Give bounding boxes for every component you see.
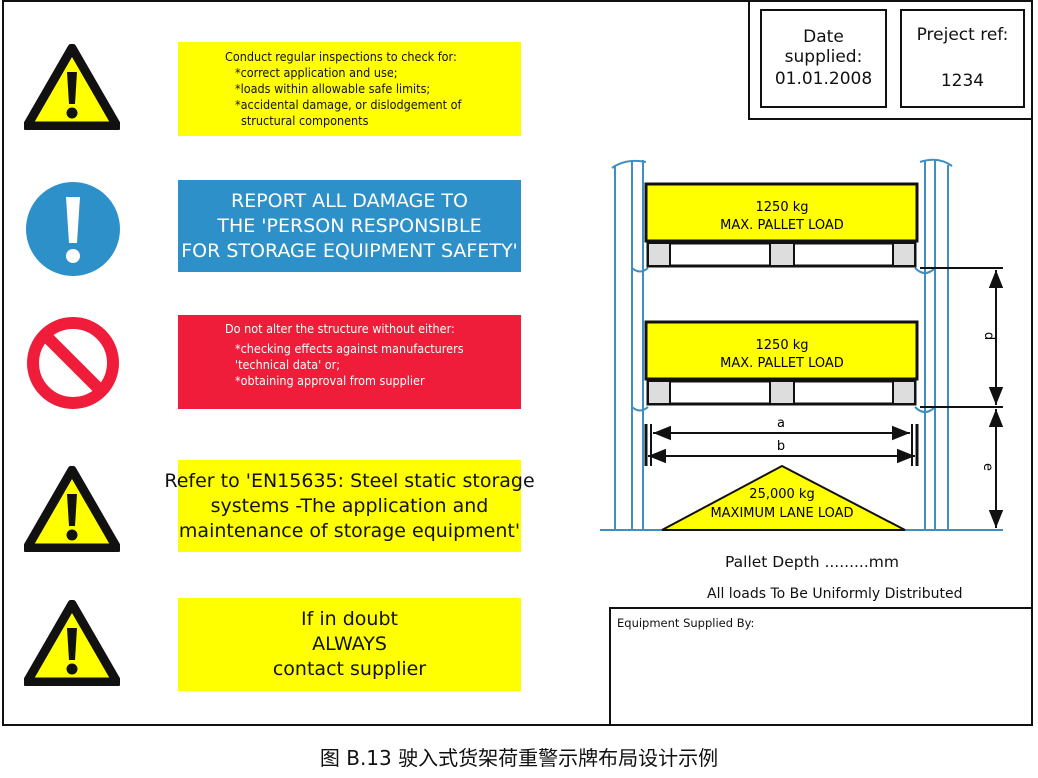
pallet-level-1: 1250 kg MAX. PALLET LOAD bbox=[644, 182, 919, 268]
lane-load-label: MAXIMUM LANE LOAD bbox=[710, 506, 853, 521]
lane-load-triangle bbox=[661, 464, 906, 531]
panel-line: If in doubt bbox=[301, 608, 398, 630]
warning-triangle-icon bbox=[24, 600, 120, 686]
panel-line: Conduct regular inspections to check for… bbox=[225, 49, 457, 64]
report-damage-panel: REPORT ALL DAMAGE TO THE 'PERSON RESPONS… bbox=[178, 180, 521, 272]
standard-reference-panel: Refer to 'EN15635: Steel static storage … bbox=[164, 460, 535, 552]
dimension-b-label: b bbox=[777, 439, 785, 454]
panel-line: ALWAYS bbox=[312, 633, 387, 655]
rack-diagram: 1250 kg MAX. PALLET LOAD 1250 kg MAX. PA… bbox=[600, 158, 1004, 531]
panel-line: Do not alter the structure without eithe… bbox=[225, 321, 455, 336]
beam2-capacity: 1250 kg bbox=[756, 338, 809, 353]
pallet-level-2: 1250 kg MAX. PALLET LOAD bbox=[644, 320, 919, 406]
info-box: Date supplied: 01.01.2008 Preject ref: 1… bbox=[748, 0, 1033, 120]
dimension-d-e bbox=[920, 267, 1004, 528]
panel-line: maintenance of storage equipment' bbox=[178, 519, 521, 542]
contact-supplier-panel: If in doubt ALWAYS contact supplier bbox=[178, 598, 521, 691]
date-supplied-label: Date supplied: bbox=[784, 27, 863, 67]
beam2-label: MAX. PALLET LOAD bbox=[720, 356, 844, 371]
warning-triangle-icon bbox=[24, 466, 120, 552]
panel-line: *loads within allowable safe limits; bbox=[235, 81, 431, 96]
prohibition-icon bbox=[27, 317, 119, 409]
uniform-load-note: All loads To Be Uniformly Distributed bbox=[707, 586, 963, 602]
panel-line: *obtaining approval from supplier bbox=[235, 373, 425, 388]
equipment-supplied-box: Equipment Supplied By: bbox=[609, 607, 1033, 726]
equipment-supplied-label: Equipment Supplied By: bbox=[617, 616, 755, 630]
dimension-d-label: d bbox=[981, 332, 996, 340]
inspection-panel: Conduct regular inspections to check for… bbox=[178, 42, 521, 136]
pallet-depth-note: Pallet Depth .........mm bbox=[725, 553, 899, 571]
beam1-label: MAX. PALLET LOAD bbox=[720, 218, 844, 233]
dimension-e-label: e bbox=[980, 463, 995, 471]
dimension-a-label: a bbox=[777, 416, 785, 431]
figure-caption: 图 B.13 驶入式货架荷重警示牌布局设计示例 bbox=[319, 746, 719, 770]
dimension-a-b bbox=[644, 424, 919, 466]
panel-line: Refer to 'EN15635: Steel static storage bbox=[164, 469, 535, 492]
rack-upright-left bbox=[611, 159, 649, 530]
panel-line: *correct application and use; bbox=[235, 65, 398, 80]
panel-line: structural components bbox=[241, 113, 369, 128]
panel-line: contact supplier bbox=[272, 658, 427, 680]
panel-line: *accidental damage, or dislodgement of bbox=[235, 97, 462, 112]
date-supplied-value: 01.01.2008 bbox=[774, 69, 873, 89]
panel-line: THE 'PERSON RESPONSIBLE bbox=[217, 214, 482, 237]
project-ref-value: 1234 bbox=[940, 71, 985, 91]
date-supplied-cell: Date supplied: 01.01.2008 bbox=[760, 9, 887, 108]
sign-border bbox=[2, 0, 1033, 726]
panel-line: REPORT ALL DAMAGE TO bbox=[231, 189, 468, 212]
do-not-alter-panel: Do not alter the structure without eithe… bbox=[178, 315, 521, 409]
panel-line: systems -The application and bbox=[210, 494, 489, 517]
beam1-capacity: 1250 kg bbox=[756, 200, 809, 215]
rack-upright-right bbox=[914, 158, 953, 530]
project-ref-cell: Preject ref: 1234 bbox=[900, 9, 1025, 108]
panel-line: *checking effects against manufacturers bbox=[235, 341, 464, 356]
mandatory-exclamation-icon bbox=[26, 182, 120, 276]
warning-triangle-icon bbox=[24, 44, 120, 130]
project-ref-label: Preject ref: bbox=[916, 25, 1009, 45]
panel-line: FOR STORAGE EQUIPMENT SAFETY' bbox=[181, 239, 518, 262]
lane-load-capacity: 25,000 kg bbox=[749, 487, 814, 502]
panel-line: 'technical data' or; bbox=[235, 357, 341, 372]
